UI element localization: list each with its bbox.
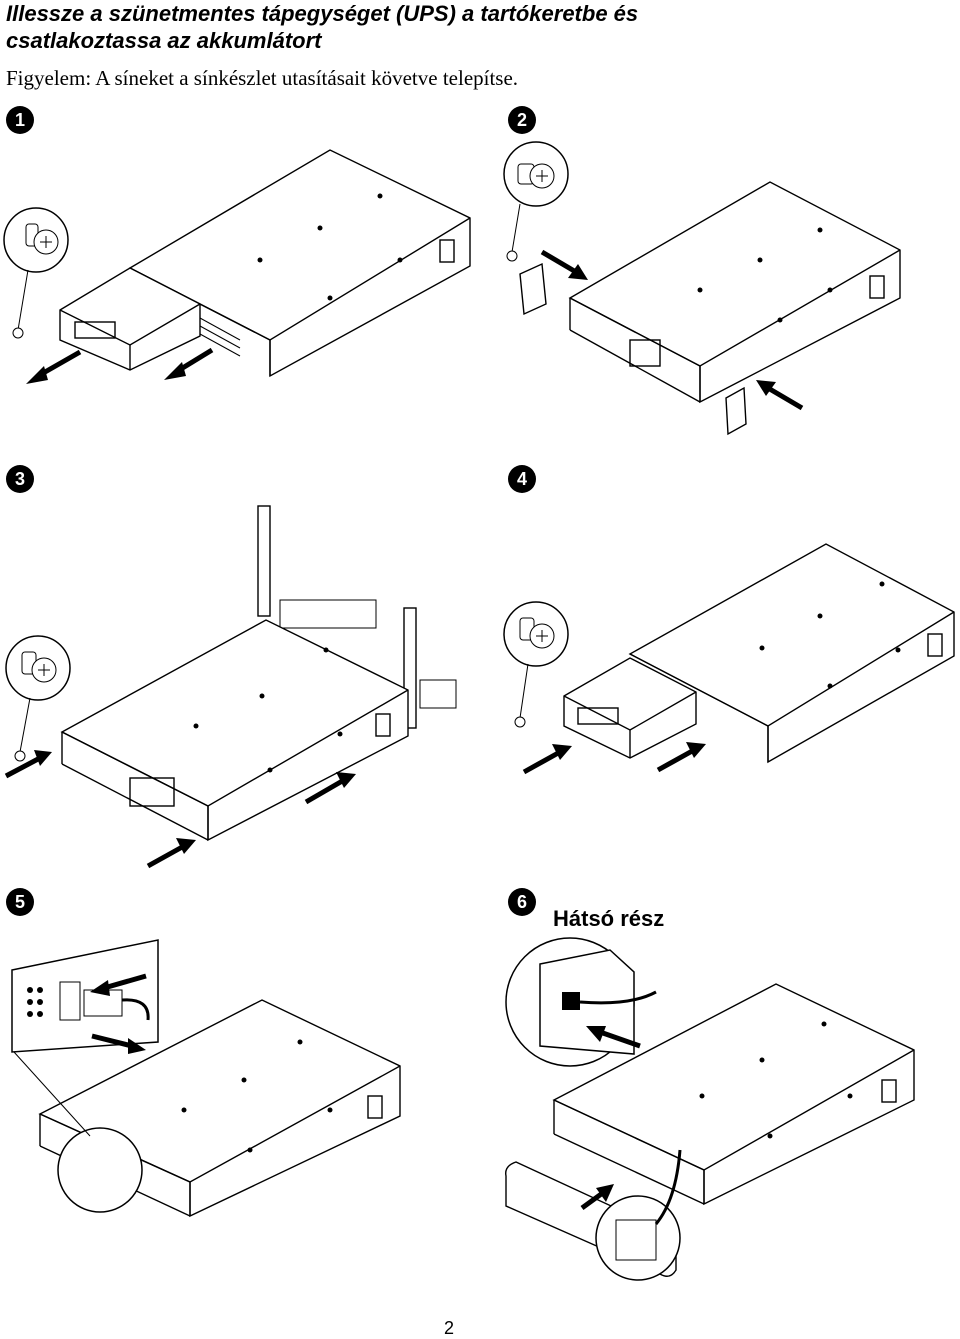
arrow-icon: [304, 772, 356, 805]
arrow-icon: [522, 744, 572, 775]
step-2-badge: 2: [508, 106, 536, 134]
screw-icon: [5, 635, 71, 762]
arrow-icon: [90, 973, 147, 996]
arrow-icon: [586, 1026, 641, 1049]
arrow-icon: [656, 742, 706, 773]
step-1-illustration: [3, 149, 471, 384]
arrow-icon: [4, 750, 52, 779]
arrow-icon: [146, 838, 196, 869]
battery-connector-icon: [11, 939, 159, 1213]
front-panel-icon: [595, 1149, 682, 1281]
screw-icon: [3, 207, 69, 339]
arrow-icon: [164, 347, 214, 380]
warning-note: Figyelem: A síneket a sínkészlet utasítá…: [6, 66, 519, 90]
step-4-illustration: [503, 543, 955, 775]
step-2-illustration: [503, 141, 901, 436]
step-3-badge: 3: [6, 465, 34, 493]
step-5-badge: 5: [6, 888, 34, 916]
rear-side-label: Hátsó rész: [553, 906, 665, 931]
rear-panel-icon: [505, 937, 657, 1067]
screw-icon: [503, 601, 569, 728]
title-line-2: csatlakoztassa az akkumlátort: [6, 28, 322, 53]
arrow-icon: [540, 249, 588, 280]
arrow-icon: [91, 1033, 146, 1054]
step-6-illustration: [505, 937, 915, 1281]
arrow-icon: [26, 349, 82, 384]
step-6-badge: 6: [508, 888, 536, 916]
step-5-illustration: [11, 939, 401, 1218]
step-1-badge: 1: [6, 106, 34, 134]
page-number: 2: [444, 1318, 455, 1338]
page-title: Illessze a szünetmentes tápegységet (UPS…: [6, 0, 638, 54]
arrow-icon: [756, 380, 804, 411]
title-line-1: Illessze a szünetmentes tápegységet (UPS…: [6, 1, 639, 26]
step-3-illustration: [4, 505, 457, 869]
step-4-badge: 4: [508, 465, 536, 493]
arrow-icon: [580, 1184, 614, 1211]
screw-icon: [503, 141, 569, 262]
